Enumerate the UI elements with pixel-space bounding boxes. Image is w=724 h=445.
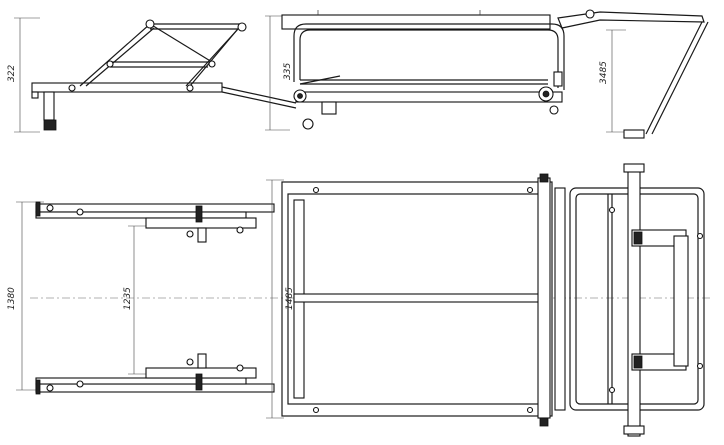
- dim-plan-middle-width: 1485: [285, 287, 295, 310]
- plan-seat-frame: 1485: [266, 173, 566, 427]
- side-view-folded: 322: [7, 17, 297, 133]
- dim-left-side-height: 322: [7, 65, 17, 82]
- side-view-backrest: 3485: [557, 9, 709, 139]
- side-view-chair: 335: [265, 10, 565, 131]
- dim-middle-side-height: 335: [283, 63, 293, 80]
- dim-plan-left-width: 1380: [7, 287, 17, 310]
- plan-backrest: [569, 163, 705, 437]
- plan-folding-frame: 1380 1235: [7, 201, 710, 395]
- dim-right-side-height: 3485: [599, 61, 609, 84]
- dim-plan-inner-width: 1235: [123, 287, 133, 310]
